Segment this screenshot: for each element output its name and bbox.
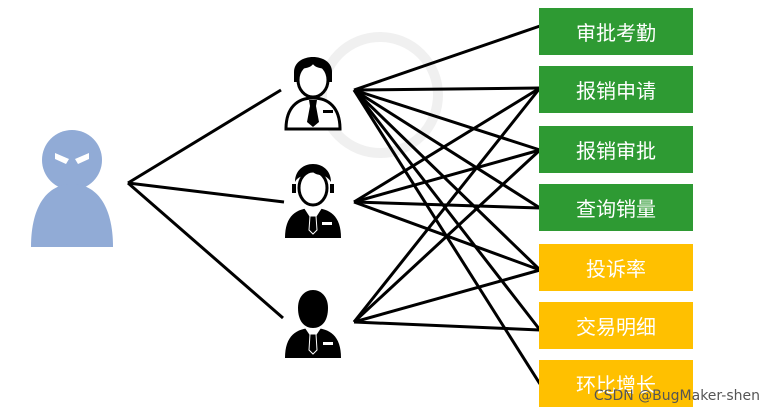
- user-role-line: [127, 181, 285, 204]
- user-role-line: [127, 88, 282, 185]
- role-permission-line: [352, 89, 542, 331]
- role-permission-line: [353, 268, 541, 324]
- role-permission-line: [352, 148, 542, 324]
- user-role-line: [127, 181, 284, 320]
- businessman-icon: [284, 57, 342, 131]
- permission-box: 审批考勤: [539, 8, 693, 55]
- permission-box: 查询销量: [539, 184, 693, 231]
- role-permission-line: [353, 86, 541, 92]
- role-permission-line: [352, 87, 542, 323]
- role-permission-lines: [352, 24, 542, 385]
- manager-icon: [285, 164, 341, 238]
- role-permission-line: [353, 148, 541, 204]
- user-icon: [31, 130, 113, 247]
- role-permission-line: [353, 86, 541, 204]
- user-role-lines: [127, 88, 285, 320]
- role-permission-line: [353, 320, 541, 332]
- role-permission-line: [353, 24, 541, 92]
- watermark-text: CSDN @BugMaker-shen: [593, 388, 760, 404]
- permission-box: 报销申请: [539, 66, 693, 113]
- permission-box: 交易明细: [539, 302, 693, 349]
- role-permission-line: [353, 88, 541, 210]
- role-permission-line: [352, 88, 542, 272]
- permission-box: 报销审批: [539, 126, 693, 173]
- role-permission-line: [353, 88, 541, 152]
- executive-icon: [285, 290, 341, 358]
- background-watermark: [317, 32, 443, 158]
- permission-box: 投诉率: [539, 244, 693, 291]
- permission-box: 环比增长: [539, 360, 693, 407]
